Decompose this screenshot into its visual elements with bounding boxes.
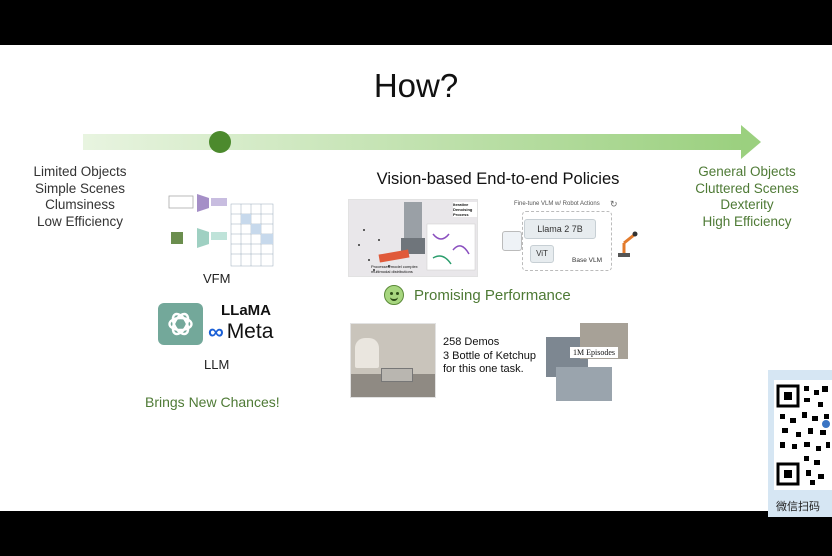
robot-arm-icon [618, 231, 638, 257]
qr-code-icon [774, 380, 832, 490]
collage-tile [556, 367, 612, 401]
demos-text: 258 Demos 3 Bottle of Ketchup for this o… [443, 336, 536, 377]
vla-architecture-figure: Fine-tune VLM w/ Robot Actions ↻ Llama 2… [498, 199, 642, 275]
list-item: Limited Objects [33, 164, 127, 179]
list-item: Dexterity [720, 197, 774, 213]
goals-list: General Objects Cluttered Scenes Dexteri… [682, 164, 812, 230]
sink [381, 368, 413, 382]
progress-arrow [83, 125, 761, 159]
vit-block: ViT [530, 245, 554, 263]
episodes-collage: 1M Episodes [546, 323, 628, 403]
promising-text: Promising Performance [414, 286, 571, 304]
demos-line: 3 Bottle of Ketchup [443, 349, 536, 362]
policies-heading: Vision-based End-to-end Policies [376, 170, 620, 188]
vfm-diagram [167, 192, 275, 270]
finetune-label: Fine-tune VLM w/ Robot Actions [514, 201, 600, 207]
llama-label: LLaMA [221, 302, 271, 319]
diffusion-caption: Processes/model complex multimodal distr… [371, 264, 418, 274]
list-item: Simple Scenes [34, 180, 126, 196]
vlm-container [522, 211, 612, 271]
slide: How? Limited Objects Simple Scenes Clums… [0, 45, 832, 511]
qr-overlay[interactable]: 微信扫码 [768, 370, 832, 517]
llama2-block: Llama 2 7B [524, 219, 596, 239]
diffusion-title: Iterative Denoising Process [453, 202, 477, 217]
limitations-list: Limited Objects Simple Scenes Clumsiness… [20, 164, 140, 230]
slide-title: How? [373, 67, 459, 104]
vfm-label: VFM [203, 271, 231, 286]
demos-line: 258 Demos [443, 336, 500, 348]
input-thumbnail [502, 231, 522, 251]
qr-caption: 微信扫码 [776, 501, 820, 513]
list-item: General Objects [698, 164, 796, 179]
promising-performance: Promising Performance [384, 285, 571, 305]
list-item: Cluttered Scenes [695, 180, 799, 196]
diffusion-policy-figure: Iterative Denoising Process Processes/mo… [348, 199, 478, 277]
brings-new-chances: Brings New Chances! [145, 394, 280, 410]
meta-logo: ∞ Meta [208, 319, 273, 345]
counter [351, 374, 435, 397]
person-figure [355, 338, 379, 368]
llm-label: LLM [204, 357, 230, 372]
refresh-icon: ↻ [610, 199, 618, 209]
meta-label: Meta [226, 320, 274, 343]
meta-infinity-icon: ∞ [208, 319, 224, 344]
demo-photo [350, 323, 436, 398]
openai-logo-icon [158, 303, 203, 345]
list-item: Clumsiness [45, 197, 115, 213]
base-vlm-label: Base VLM [572, 257, 602, 264]
progress-dot [209, 131, 231, 153]
list-item: Low Efficiency [36, 213, 124, 229]
smiley-icon [384, 285, 404, 305]
episodes-label: 1M Episodes [570, 347, 618, 358]
demos-line: for this one task. [443, 363, 524, 375]
list-item: High Efficiency [702, 213, 792, 229]
